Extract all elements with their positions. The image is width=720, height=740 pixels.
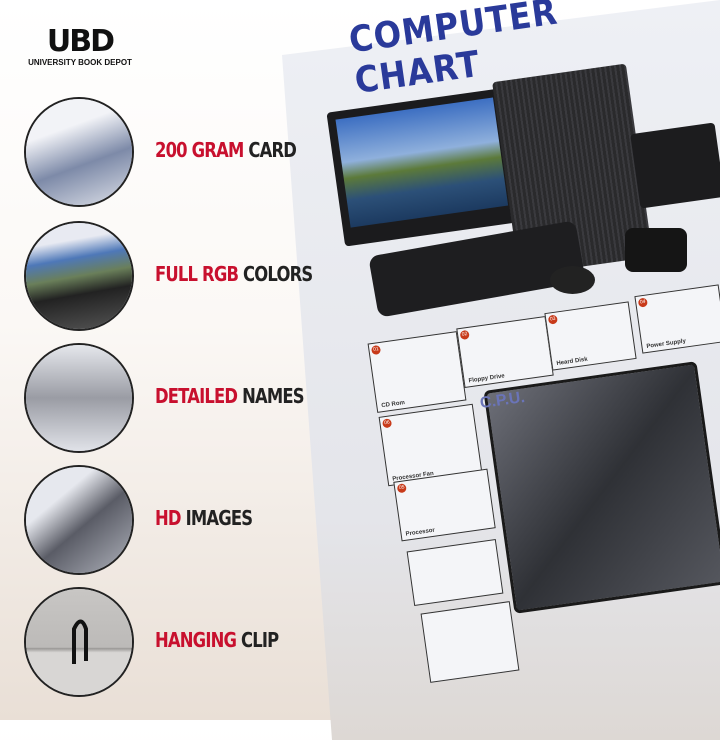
feature-label: HANGING CLIP [155,628,279,652]
item-monitor [420,601,520,683]
item-number: 02 [459,329,470,341]
feature-image [24,221,134,331]
feature-label: FULL RGB COLORS [155,262,313,286]
feature-text: CARD [248,138,297,162]
item-number: 05 [396,483,407,494]
clip-icon [72,619,88,664]
monitor-screen [335,97,509,228]
feature-image [24,97,134,207]
item-name: Power Supply [646,338,687,350]
feature-card-weight: 200 GRAM CARD [24,97,324,207]
feature-image [24,465,134,575]
feature-colors: FULL RGB COLORS [24,221,324,331]
item-name: Heard Disk [556,356,589,367]
feature-highlight: HANGING [155,628,237,652]
feature-highlight: DETAILED [155,384,238,408]
brand-name: UNIVERSITY BOOK DEPOT [28,58,132,67]
feature-text: CLIP [241,628,279,652]
mouse-image [550,266,595,294]
item-name: CD Rom [381,400,406,410]
monitor-image [326,88,519,247]
feature-label: 200 GRAM CARD [155,138,297,162]
feature-names: DETAILED NAMES [24,343,324,453]
feature-text: COLORS [243,262,313,286]
feature-highlight: 200 GRAM [155,138,244,162]
feature-highlight: HD [155,506,182,530]
feature-text: NAMES [242,384,304,408]
item-number: 01 [370,344,382,356]
logo-mark: UBD [46,24,115,59]
feature-clip: HANGING CLIP [24,587,324,697]
item-name: Floppy Drive [468,373,506,385]
feature-image [24,343,134,453]
item-number: 03 [547,314,558,325]
camera-image [625,228,687,272]
item-number: 06 [381,418,393,429]
printer-image [630,122,720,209]
item-cd-rom: 01 CD Rom [367,331,467,413]
feature-image [24,587,134,697]
brand-logo: UBD UNIVERSITY BOOK DEPOT [20,24,140,68]
item-number: 04 [637,297,648,308]
feature-label: DETAILED NAMES [155,384,305,408]
feature-text: IMAGES [185,506,253,530]
item-name: Processor [405,527,436,538]
feature-images: HD IMAGES [24,465,324,575]
feature-highlight: FULL RGB [155,262,239,286]
feature-label: HD IMAGES [155,506,253,530]
